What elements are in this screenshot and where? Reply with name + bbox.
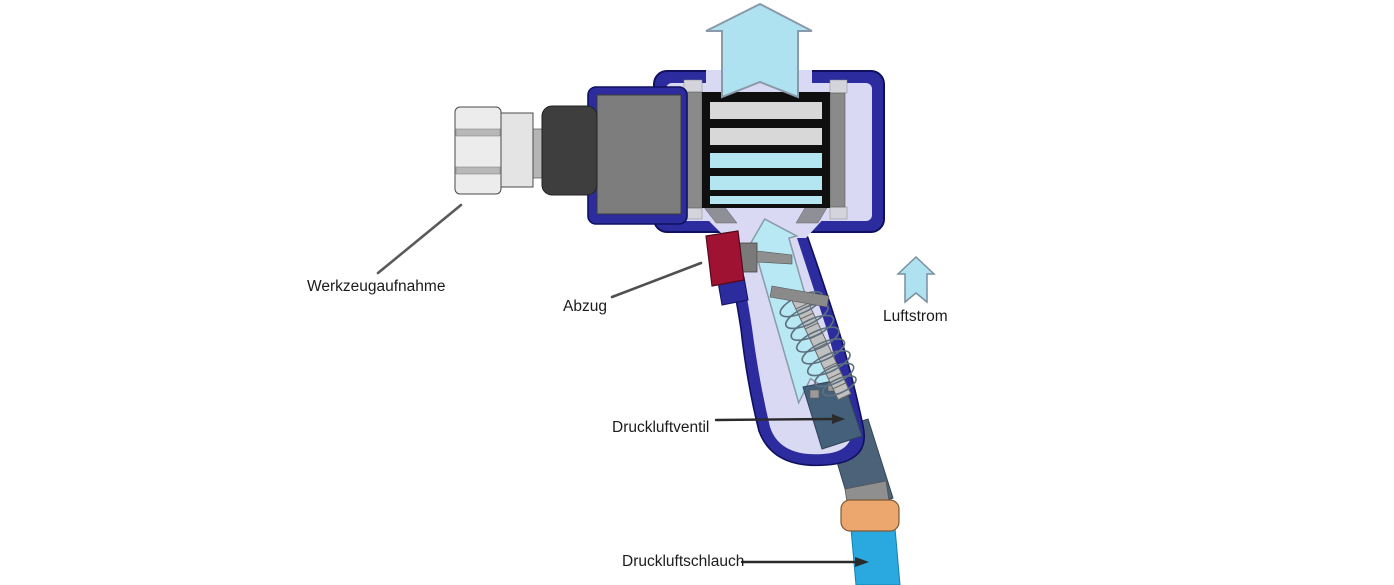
gear-housing bbox=[596, 94, 682, 215]
bearing-pillar-right bbox=[829, 92, 846, 208]
air-hose bbox=[850, 527, 901, 585]
exhaust-air-arrow bbox=[705, 2, 813, 99]
handle-interior bbox=[739, 218, 863, 450]
leader-air-valve-tip bbox=[832, 414, 845, 424]
valve-spring bbox=[779, 291, 857, 401]
corner-block-br bbox=[829, 206, 848, 220]
vane-gray-2 bbox=[710, 128, 822, 145]
airflow-legend-arrow bbox=[896, 255, 936, 304]
collet-groove-bottom bbox=[455, 166, 501, 175]
spring-coils bbox=[779, 291, 857, 397]
leader-trigger bbox=[610, 261, 703, 299]
label-druckluftventil: Druckluftventil bbox=[612, 419, 709, 436]
leader-air-valve bbox=[714, 417, 836, 422]
collet-nut bbox=[454, 106, 502, 195]
trigger-group bbox=[705, 230, 749, 306]
label-luftstrom: Luftstrom bbox=[883, 308, 948, 325]
corner-block-tr bbox=[829, 79, 848, 94]
vane-gray-1 bbox=[710, 102, 822, 119]
leader-lines bbox=[376, 203, 869, 567]
rotor-vane-stack bbox=[702, 92, 830, 208]
valve-seat-nub-left bbox=[809, 389, 820, 399]
label-druckluftschlauch: Druckluftschlauch bbox=[622, 553, 744, 570]
label-werkzeugaufnahme: Werkzeugaufnahme bbox=[307, 278, 445, 295]
hose-connector-orange bbox=[840, 499, 900, 532]
vane-cyan-3 bbox=[710, 196, 822, 204]
motor-housing bbox=[653, 70, 885, 238]
throttle-crossbar bbox=[769, 285, 830, 308]
label-abzug: Abzug bbox=[563, 298, 607, 315]
spindle-collar bbox=[541, 105, 598, 196]
vane-cyan-1 bbox=[710, 153, 822, 168]
collet-holder bbox=[499, 112, 534, 188]
leader-air-hose-tip bbox=[855, 557, 869, 567]
collet-groove-top bbox=[455, 128, 501, 137]
labels: Werkzeugaufnahme Abzug Druckluftventil D… bbox=[307, 278, 744, 570]
valve-stem-rod bbox=[756, 250, 793, 265]
vane-cyan-2 bbox=[710, 176, 822, 190]
tool-mount-assembly bbox=[454, 86, 688, 225]
leader-tool-mount bbox=[376, 203, 463, 275]
airflow-legend: Luftstrom bbox=[883, 255, 948, 325]
trigger bbox=[705, 230, 745, 287]
